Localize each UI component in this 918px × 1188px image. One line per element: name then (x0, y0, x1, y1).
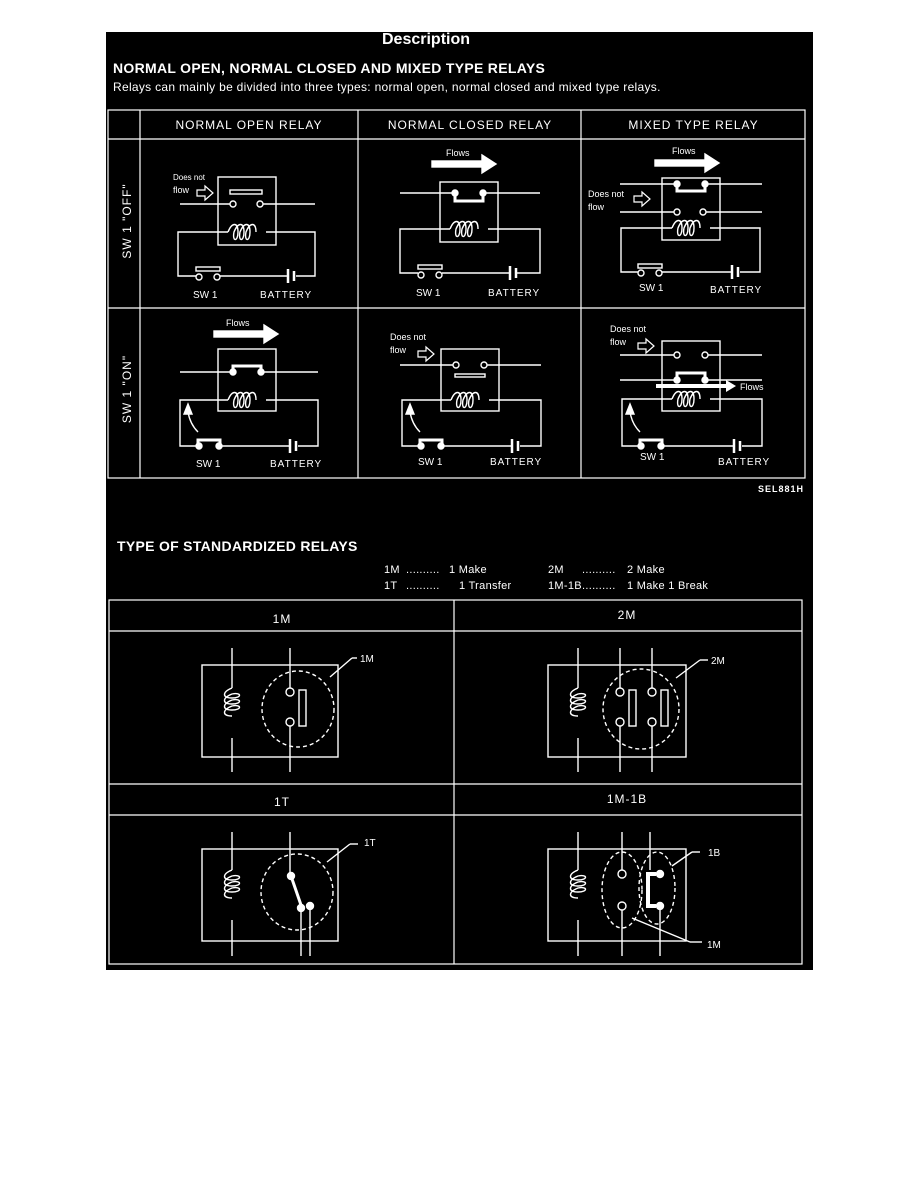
cell-title-1m1b: 1M-1B (606, 792, 648, 806)
mx-off-flow: flow (588, 202, 605, 212)
mx-on-doesnot: Does not (610, 324, 647, 334)
col-header-mixed: MIXED TYPE RELAY (628, 118, 759, 132)
nc-on-sw: SW 1 (418, 457, 443, 468)
nc-on-doesnot: Does not (390, 332, 427, 342)
nc-off-sw: SW 1 (416, 288, 441, 299)
mx-off-doesnot: Does not (588, 189, 625, 199)
legend-1m-meaning: 1 Make (449, 564, 487, 576)
callout-1t: 1T (364, 838, 376, 849)
mx-on-flows-arrow (656, 380, 736, 392)
mx-off-battery: BATTERY (710, 285, 762, 296)
mx-on-flow: flow (610, 337, 627, 347)
legend-1m1b-dots: .......... (582, 580, 616, 592)
no-off-doesnot: Does not (173, 173, 206, 182)
cell-title-1m: 1M (272, 612, 292, 626)
legend-2m-meaning: 2 Make (627, 564, 665, 576)
no-off-flow: flow (173, 185, 190, 195)
standardized-table-grid (108, 599, 803, 965)
legend-1m1b-code: 1M-1B (548, 580, 582, 592)
figure-code: SEL881H (758, 484, 805, 494)
callout-1m-b: 1M (707, 940, 721, 951)
legend-2m-dots: .......... (582, 564, 616, 576)
no-on-battery: BATTERY (270, 459, 322, 470)
symbol-1m-1b (547, 832, 702, 956)
legend-1m-dots: .......... (406, 564, 440, 576)
legend-1m-code: 1M (384, 564, 400, 576)
mx-on-flows: Flows (740, 382, 764, 392)
intro-text: Relays can mainly be divided into three … (113, 80, 661, 94)
no-on-flows: Flows (226, 318, 250, 328)
nc-off-flows: Flows (446, 148, 470, 158)
section-heading-relay-types: NORMAL OPEN, NORMAL CLOSED AND MIXED TYP… (113, 60, 546, 76)
nc-off-battery: BATTERY (488, 288, 540, 299)
no-off-sw: SW 1 (193, 290, 218, 301)
relay-table-grid (107, 109, 806, 479)
col-header-normal-closed: NORMAL CLOSED RELAY (387, 118, 553, 132)
diagram-normal-open-off (177, 176, 316, 283)
diagram-normal-closed-on (400, 346, 542, 453)
legend-2m-code: 2M (548, 564, 564, 576)
symbol-1t (201, 832, 358, 956)
no-off-battery: BATTERY (260, 290, 312, 301)
diagram-normal-closed-off (399, 154, 541, 280)
diagram-mixed-off (620, 153, 762, 279)
callout-1b: 1B (708, 848, 721, 859)
mx-off-flows: Flows (672, 146, 696, 156)
mx-off-sw: SW 1 (639, 283, 664, 294)
legend-1m1b-meaning: 1 Make 1 Break (627, 580, 709, 592)
mx-on-battery: BATTERY (718, 457, 770, 468)
cell-title-1t: 1T (273, 795, 290, 809)
nc-on-flow: flow (390, 345, 407, 355)
callout-2m: 2M (711, 656, 725, 667)
symbol-2m (547, 648, 708, 772)
diagram-normal-open-on (179, 324, 319, 453)
no-on-sw: SW 1 (196, 459, 221, 470)
legend-1t-code: 1T (384, 580, 398, 592)
page-title: Description (382, 31, 471, 48)
col-header-normal-open: NORMAL OPEN RELAY (175, 118, 323, 132)
cell-title-2m: 2M (617, 608, 637, 622)
mx-on-sw: SW 1 (640, 452, 665, 463)
section-heading-standardized: TYPE OF STANDARDIZED RELAYS (117, 538, 358, 554)
callout-1m: 1M (360, 654, 374, 665)
nc-on-battery: BATTERY (490, 457, 542, 468)
diagram-mixed-on (620, 338, 763, 453)
symbol-1m (201, 648, 357, 772)
legend-1t-meaning: 1 Transfer (459, 580, 512, 592)
description-panel (106, 32, 813, 970)
legend-1t-dots: .......... (406, 580, 440, 592)
